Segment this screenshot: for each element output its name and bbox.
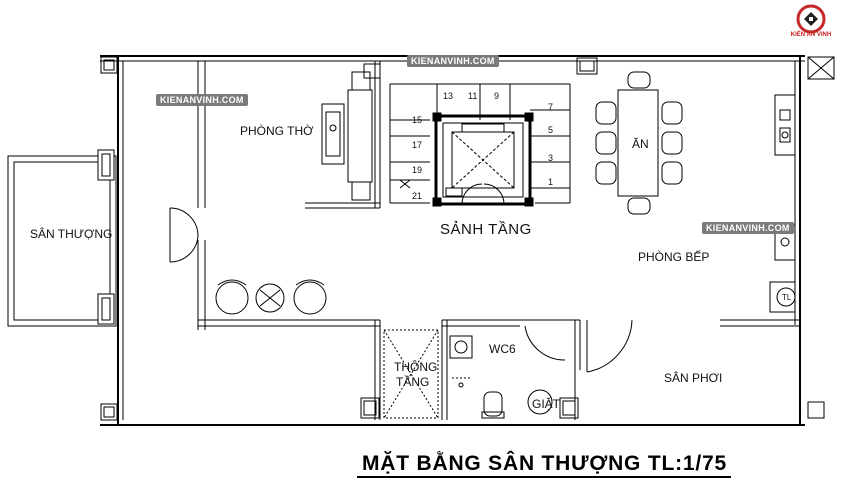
label-san-thuong: SÂN THƯỢNG: [30, 227, 113, 241]
altar-table: [347, 89, 373, 183]
terrace-railing: [7, 155, 117, 327]
label-an: ĂN: [632, 137, 649, 151]
label-san-phoi: SÂN PHƠI: [664, 371, 723, 385]
logo-text: KIẾN AN VINH: [790, 32, 832, 38]
stair-number: 17: [412, 140, 423, 150]
kitchen-counter: [774, 94, 796, 156]
watermark-right: KIENANVINH.COM: [702, 222, 794, 234]
void-shaft: [383, 329, 439, 419]
elevator-shaft: [432, 112, 534, 207]
label-tl: TL: [782, 293, 792, 302]
label-phong-bep: PHÒNG BẾP: [638, 250, 710, 264]
stair-number: 9: [494, 91, 500, 101]
drawing-title: MẶT BẰNG SÂN THƯỢNG TL:1/75: [362, 452, 727, 475]
stair-number: 21: [412, 191, 423, 201]
stair-number: 13: [443, 91, 454, 101]
stair-number: 3: [548, 153, 554, 163]
stair-number: 7: [548, 102, 554, 112]
stair-number: 5: [548, 125, 554, 135]
label-thong: THÔNG: [394, 360, 438, 374]
staircase: [389, 83, 571, 204]
lounge-chairs: [215, 279, 327, 315]
watermark-top: KIENANVINH.COM: [407, 55, 499, 67]
stair-number: 19: [412, 165, 423, 175]
label-sanh-tang: SẢNH TẦNG: [440, 221, 532, 238]
title-underline: [357, 476, 731, 478]
dining-set: [595, 71, 683, 215]
stair-number: 15: [412, 115, 423, 125]
label-phong-tho: PHÒNG THỜ: [240, 124, 314, 138]
stair-number: 1: [548, 177, 554, 187]
company-logo: [796, 4, 826, 34]
label-tang: TẦNG: [396, 375, 430, 389]
label-wc: WC6: [489, 342, 516, 356]
stair-number: 11: [468, 91, 478, 101]
watermark-left: KIENANVINH.COM: [156, 94, 248, 106]
label-giat: GIẶT: [532, 397, 561, 411]
